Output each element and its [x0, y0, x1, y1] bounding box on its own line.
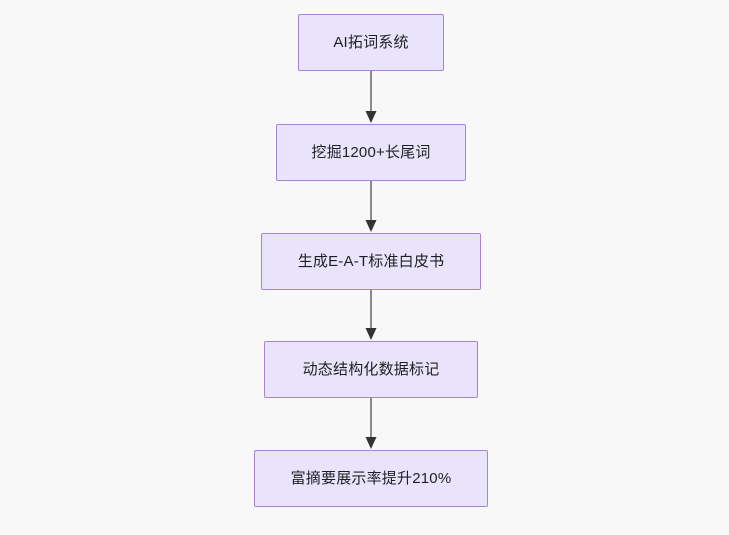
flowchart-node-mine-longtail-keywords[interactable]: 挖掘1200+长尾词 [276, 124, 466, 181]
edge-node3-node4 [365, 290, 377, 340]
node-label: 动态结构化数据标记 [302, 360, 440, 378]
flowchart-node-rich-snippet-rate-increase[interactable]: 富摘要展示率提升210% [254, 450, 488, 507]
flowchart-node-ai-keyword-system[interactable]: AI拓词系统 [298, 14, 444, 71]
node-label: AI拓词系统 [333, 33, 409, 51]
node-label: 挖掘1200+长尾词 [311, 143, 431, 161]
edge-node1-node2 [365, 71, 377, 123]
edge-node2-node3 [365, 181, 377, 232]
edge-node4-node5 [365, 398, 377, 449]
flowchart-node-dynamic-structured-data-markup[interactable]: 动态结构化数据标记 [264, 341, 478, 398]
node-label: 富摘要展示率提升210% [290, 469, 452, 487]
node-label: 生成E-A-T标准白皮书 [297, 252, 445, 270]
flowchart-node-generate-eat-whitepaper[interactable]: 生成E-A-T标准白皮书 [261, 233, 481, 290]
